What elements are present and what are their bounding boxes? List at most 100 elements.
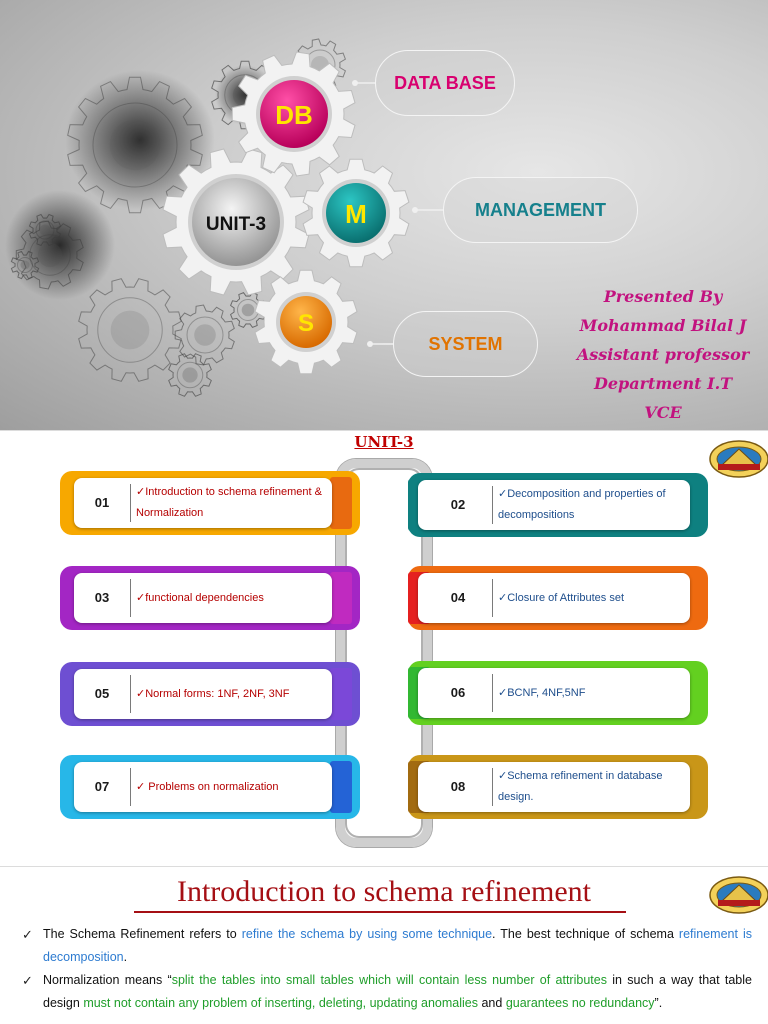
gear-hub: [194, 324, 216, 346]
gear-hub: [39, 224, 51, 236]
item-text: ✓BCNF, 4NF,5NF: [498, 686, 586, 699]
gear-ring: [29, 234, 71, 276]
gear-disc: [260, 80, 328, 148]
title-underline: [134, 911, 626, 913]
bullet-text: . The best technique of schema: [492, 927, 679, 941]
item-divider: [492, 486, 493, 524]
gear-disc: [326, 183, 386, 243]
item-number: 03: [94, 590, 110, 605]
gear-disc: [192, 178, 280, 266]
item-tab: [330, 477, 352, 529]
gear-ring: [35, 220, 55, 240]
gear-hub: [20, 260, 30, 270]
item-divider: [130, 579, 131, 617]
bullet-highlight: refinement is decomposition: [43, 927, 752, 964]
college-logo-icon: [709, 876, 768, 914]
gear-hub: [182, 367, 198, 383]
item-divider: [130, 768, 131, 806]
bullet-list: ✓ The Schema Refinement refers to refine…: [22, 923, 752, 1015]
gears-illustration: UNIT-3 DB M S: [5, 38, 443, 397]
bullet-highlight: refine the schema by using some techniqu…: [241, 927, 493, 941]
gear-ring: [92, 102, 178, 188]
gear-ring: [97, 297, 163, 363]
shadow-blob: [5, 190, 115, 300]
intro-slide: Introduction to schema refinement ✓ The …: [0, 866, 768, 1024]
item-card: 01 ✓Introduction to schema refinement & …: [74, 478, 332, 528]
bullet-text: in such a way that table design: [43, 973, 752, 1010]
gear-hub: [110, 310, 150, 350]
item-card: 02 ✓Decomposition and properties of deco…: [418, 480, 690, 530]
shadow-blob: [65, 70, 215, 210]
item-text: ✓ Problems on normalization: [136, 780, 279, 793]
list-item: 07 ✓ Problems on normalization: [60, 755, 360, 819]
list-item: 03 ✓functional dependencies: [60, 566, 360, 630]
presenter-dept: Department I.T: [593, 374, 733, 393]
item-text: ✓functional dependencies: [136, 591, 264, 604]
background-gear-icon: [78, 278, 182, 382]
gear-label-m: M: [345, 199, 367, 229]
contents-slide: UNIT-3 01 ✓Introduction to schema refine…: [0, 430, 768, 866]
presenter-role: Assistant professor: [576, 345, 750, 364]
item-divider: [492, 768, 493, 806]
connector-dot: [352, 80, 358, 86]
list-item: 02 ✓Decomposition and properties of deco…: [408, 473, 708, 537]
pill-system: SYSTEM: [393, 311, 538, 377]
gear-label-db: DB: [275, 100, 313, 130]
presenter-college: VCE: [644, 403, 682, 422]
bullet-text: and: [478, 996, 506, 1010]
pill-management: MANAGEMENT: [443, 177, 638, 243]
bullet-highlight: guarantees no redundancy: [505, 996, 655, 1010]
item-tab: [330, 572, 352, 624]
gear-label-unit: UNIT-3: [206, 214, 266, 235]
bullet-normalization: ✓ Normalization means “split the tables …: [22, 969, 752, 1015]
background-gear-icon: [10, 250, 40, 280]
gear-hub: [37, 242, 63, 268]
presenter-block: Presented By Mohammad Bilal J Assistant …: [548, 282, 768, 427]
item-number: 01: [94, 495, 110, 510]
item-divider: [130, 484, 131, 522]
item-number: 08: [450, 779, 466, 794]
title-slide: UNIT-3 DB M S DATA BASE MANAGEMENT SYSTE…: [0, 0, 768, 430]
item-text: ✓Decomposition and properties of decompo…: [498, 488, 666, 521]
item-card: 06 ✓BCNF, 4NF,5NF: [418, 668, 690, 718]
bullet-text: ”.: [654, 996, 663, 1010]
bullet-highlight: must not contain any problem of insertin…: [83, 996, 478, 1010]
item-number: 02: [450, 497, 466, 512]
item-text: ✓Introduction to schema refinement & Nor…: [136, 486, 322, 519]
gear-hub: [241, 303, 255, 317]
item-number: 06: [450, 685, 466, 700]
chain-frame-inner: [345, 468, 423, 838]
gear-ring: [17, 257, 33, 273]
pill-data-base: DATA BASE: [375, 50, 515, 116]
gear-hub: [109, 119, 161, 171]
slide-title: Introduction to schema refinement: [176, 875, 592, 908]
item-card: 03 ✓functional dependencies: [74, 573, 332, 623]
item-divider: [492, 674, 493, 712]
check-icon: ✓: [22, 973, 33, 988]
background-gear-icon: [229, 291, 267, 329]
bullet-highlight: split the tables into small tables which…: [171, 973, 607, 987]
foreground-gears: [162, 51, 410, 375]
bullet-schema-refinement: ✓ The Schema Refinement refers to refine…: [22, 923, 752, 969]
list-item: 04 ✓Closure of Attributes set: [408, 566, 708, 630]
list-item: 01 ✓Introduction to schema refinement & …: [60, 471, 360, 535]
background-gear-icon: [168, 353, 212, 397]
gear-label-s: S: [298, 310, 314, 337]
gear-ring: [176, 361, 204, 389]
presenter-name: Mohammad Bilal J: [579, 316, 747, 335]
item-divider: [130, 675, 131, 713]
bullet-text: .: [123, 950, 128, 964]
item-text: ✓Schema refinement in database design.: [498, 770, 663, 803]
background-gear-icon: [28, 213, 62, 247]
college-logo-icon: [709, 440, 768, 478]
item-text: ✓Closure of Attributes set: [498, 591, 624, 604]
gear-ring: [186, 316, 224, 354]
item-number: 05: [94, 686, 110, 701]
item-tab: [330, 668, 352, 720]
list-item: 06 ✓BCNF, 4NF,5NF: [408, 661, 708, 725]
connector-dot: [367, 341, 373, 347]
item-card: 07 ✓ Problems on normalization: [74, 762, 332, 812]
bullet-text: Normalization means “: [43, 973, 172, 987]
connector-dot: [412, 207, 418, 213]
chain-frame: [336, 459, 432, 847]
